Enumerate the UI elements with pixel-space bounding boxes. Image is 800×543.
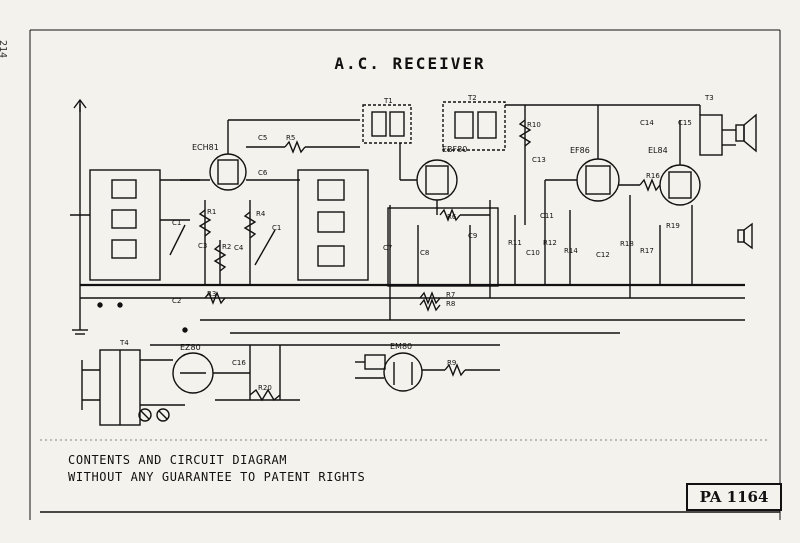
label-t4: T4 bbox=[119, 339, 129, 347]
label-r6: R6 bbox=[447, 213, 457, 221]
label-r1: R1 bbox=[207, 208, 216, 216]
page-title: A.C. RECEIVER bbox=[334, 54, 486, 73]
label-c16: C16 bbox=[232, 359, 246, 367]
label-r9: R9 bbox=[447, 359, 456, 367]
model-code-box: PA 1164 bbox=[686, 483, 782, 511]
label-r8: R8 bbox=[446, 300, 455, 308]
label-r5: R5 bbox=[286, 134, 295, 142]
label-ebf80: EBF80 bbox=[442, 145, 467, 154]
label-ez80: EZ80 bbox=[180, 343, 201, 352]
disclaimer: CONTENTS AND CIRCUIT DIAGRAM WITHOUT ANY… bbox=[68, 452, 365, 486]
label-c5: C5 bbox=[258, 134, 267, 142]
label-c7: C7 bbox=[383, 244, 392, 252]
label-c3: C3 bbox=[198, 242, 207, 250]
label-r18: R18 bbox=[620, 240, 634, 248]
label-r20: R20 bbox=[258, 384, 272, 392]
label-r12: R12 bbox=[543, 239, 557, 247]
page-number: 214 bbox=[0, 40, 8, 59]
label-c12: C12 bbox=[596, 251, 610, 259]
label-c14: C14 bbox=[640, 119, 654, 127]
label-c2: C2 bbox=[172, 297, 181, 305]
label-c8: C8 bbox=[420, 249, 429, 257]
label-r11: R11 bbox=[508, 239, 522, 247]
label-r2: R2 bbox=[222, 243, 231, 251]
label-t3: T3 bbox=[704, 94, 714, 102]
label-r17: R17 bbox=[640, 247, 654, 255]
label-em80: EM80 bbox=[390, 342, 412, 351]
label-r4: R4 bbox=[256, 210, 266, 218]
label-ef86: EF86 bbox=[570, 146, 590, 155]
label-r19: R19 bbox=[666, 222, 680, 230]
label-ech81: ECH81 bbox=[192, 143, 219, 152]
label-r16: R16 bbox=[646, 172, 660, 180]
label-c13: C13 bbox=[532, 156, 546, 164]
label-c4: C4 bbox=[234, 244, 244, 252]
label-t2: T2 bbox=[467, 94, 477, 102]
label-r14: R14 bbox=[564, 247, 578, 255]
label-c6: C6 bbox=[258, 169, 268, 177]
label-r7: R7 bbox=[446, 291, 455, 299]
label-c1: C1 bbox=[172, 219, 181, 227]
label-c11: C11 bbox=[540, 212, 554, 220]
label-el84: EL84 bbox=[648, 146, 668, 155]
disclaimer-line-2: WITHOUT ANY GUARANTEE TO PATENT RIGHTS bbox=[68, 470, 366, 484]
label-r3: R3 bbox=[207, 290, 216, 298]
label-c15: C15 bbox=[678, 119, 692, 127]
label-t1: T1 bbox=[383, 97, 393, 105]
label-c10: C10 bbox=[526, 249, 540, 257]
label-c1b: C1 bbox=[272, 224, 281, 232]
label-c9: C9 bbox=[468, 232, 477, 240]
disclaimer-line-1: CONTENTS AND CIRCUIT DIAGRAM bbox=[68, 453, 288, 467]
label-r10: R10 bbox=[527, 121, 541, 129]
